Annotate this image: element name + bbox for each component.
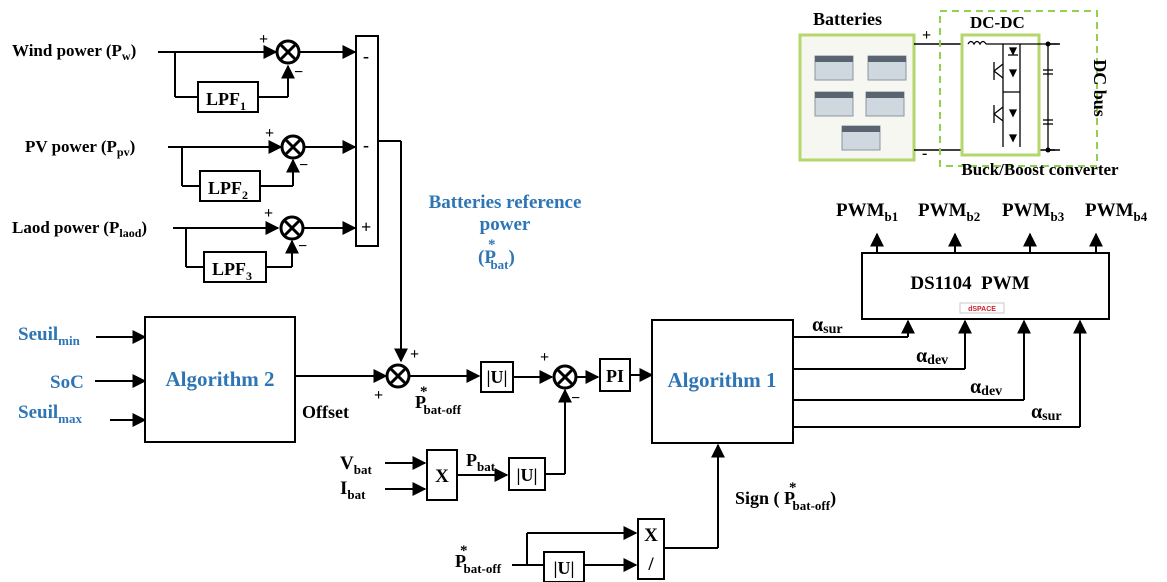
- pwm-b3-label: PWMb3: [1002, 200, 1065, 224]
- sum-junction-main: [387, 365, 409, 387]
- pv-minus-sign: −: [299, 157, 308, 174]
- divider-top-label: X: [644, 525, 658, 546]
- pi-controller-label: PI: [606, 366, 624, 386]
- sum-junction-load: [281, 217, 303, 239]
- abs-block-2-label: |U|: [517, 465, 538, 485]
- sum-junction-error: [554, 366, 576, 388]
- sum-junction-wind: [277, 41, 299, 63]
- alpha-sur-2-label: αsur: [1031, 401, 1062, 424]
- battery-minus-terminal: -: [922, 145, 927, 162]
- dcdc-title: DC-DC: [970, 13, 1025, 32]
- multiplier-label: X: [435, 466, 449, 487]
- pbat-off-input-label: P*bat-off: [455, 543, 502, 576]
- alpha-dev-2-label: αdev: [970, 376, 1002, 399]
- converter-schematic: [962, 35, 1039, 155]
- battery-plus-terminal: +: [922, 27, 931, 44]
- batteries-title: Batteries: [813, 9, 882, 29]
- pwm-b4-label: PWMb4: [1085, 200, 1148, 224]
- algorithm-2-label: Algorithm 2: [165, 367, 274, 391]
- pbat-label: Pbat: [466, 450, 496, 474]
- seuil-min-label: Seuilmin: [18, 324, 81, 348]
- offset-label: Offset: [302, 402, 349, 422]
- sign-label: Sign ( P*bat-off): [735, 480, 836, 513]
- vbat-label: Vbat: [340, 453, 372, 477]
- main-plus-left: +: [374, 387, 383, 404]
- pbat-off-label: P*bat-off: [415, 384, 462, 417]
- buck-boost-label: Buck/Boost converter: [961, 160, 1119, 179]
- pv-plus-sign: +: [265, 125, 274, 142]
- ref-power-label-line2: power: [480, 214, 531, 235]
- wind-minus-sign: −: [294, 64, 303, 81]
- load-power-label: Laod power (Plaod): [12, 218, 147, 240]
- ibat-label: Ibat: [340, 478, 366, 502]
- error-minus-sign: −: [571, 390, 580, 407]
- alpha-dev-1-label: αdev: [916, 345, 948, 368]
- sum-junction-pv: [282, 136, 304, 158]
- ds1104-pwm-label: DS1104 PWM: [910, 273, 1029, 294]
- ref-power-label-line1: Batteries reference: [429, 192, 582, 213]
- column-sign-load: +: [361, 217, 371, 237]
- dspace-logo-text: dSPACE: [968, 306, 996, 313]
- wind-power-label: Wind power (Pw): [12, 41, 136, 63]
- seuil-max-label: Seuilmax: [18, 402, 82, 426]
- pwm-b2-label: PWMb2: [918, 200, 980, 224]
- ref-power-symbol: (P*bat): [478, 237, 515, 272]
- pv-power-label: PV power (Ppv): [25, 137, 135, 159]
- soc-label: SoC: [50, 372, 84, 393]
- abs-block-3-label: |U|: [554, 558, 575, 578]
- error-plus-sign: +: [540, 349, 549, 366]
- algorithm-1-label: Algorithm 1: [667, 368, 776, 392]
- load-plus-sign: +: [264, 205, 273, 222]
- alpha-sur-1-label: αsur: [812, 314, 843, 337]
- abs-block-1-label: |U|: [487, 367, 508, 387]
- wind-plus-sign: +: [259, 31, 268, 48]
- load-minus-sign: −: [298, 238, 307, 255]
- column-sign-wind: -: [363, 46, 369, 66]
- main-plus-top: +: [410, 346, 419, 363]
- pwm-b1-label: PWMb1: [836, 200, 898, 224]
- column-sign-pv: -: [363, 135, 369, 155]
- divider-bottom-label: /: [647, 554, 654, 575]
- dc-bus-label: DC bus: [1090, 59, 1110, 117]
